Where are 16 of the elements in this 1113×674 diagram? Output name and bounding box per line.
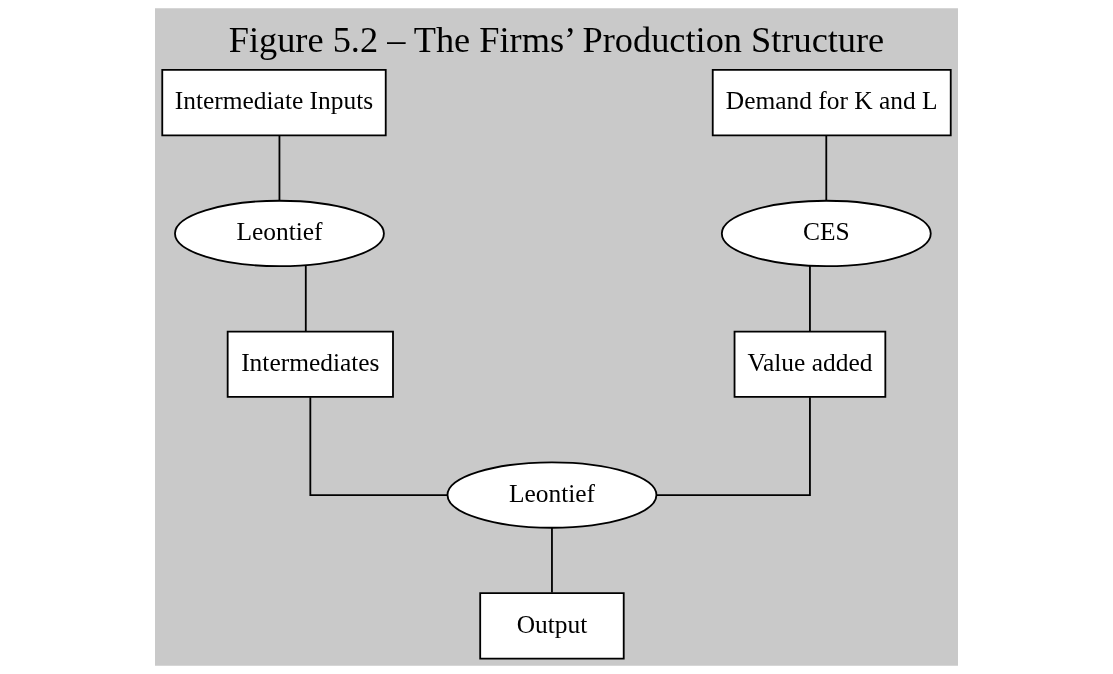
connector	[304, 264, 307, 333]
node-box: Output	[479, 592, 625, 660]
node-ellipse: CES	[720, 199, 932, 268]
node-box: Demand for K and L	[711, 69, 952, 137]
diagram-title: Figure 5.2 – The Firms’ Production Structure	[228, 19, 885, 60]
node-box: Intermediate Inputs	[161, 69, 387, 137]
connector	[551, 527, 553, 594]
connector	[309, 396, 449, 496]
connector	[825, 134, 828, 201]
connector	[278, 134, 281, 201]
connector	[656, 396, 811, 496]
node-box: Intermediates	[226, 330, 394, 398]
node-ellipse: Leontief	[174, 199, 385, 268]
connector	[809, 264, 811, 333]
node-ellipse: Leontief	[446, 461, 658, 529]
node-box: Value added	[733, 330, 887, 398]
